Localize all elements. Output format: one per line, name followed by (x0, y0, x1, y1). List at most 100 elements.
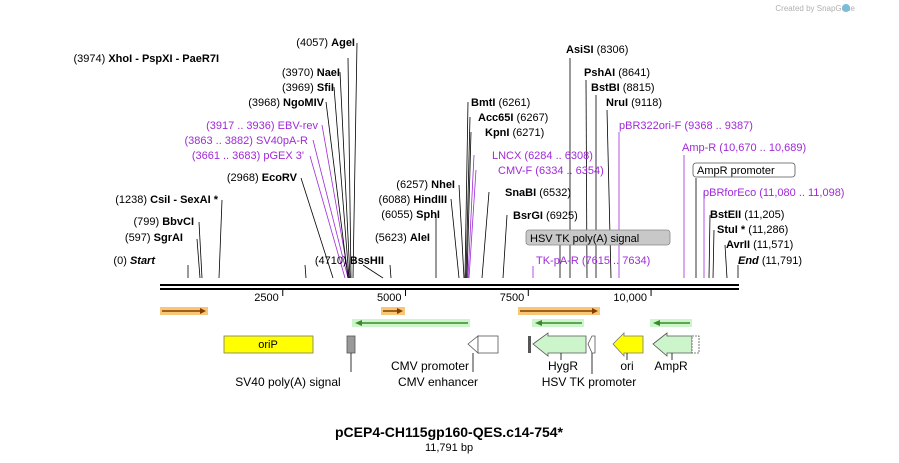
feature-sv40-polya[interactable]: SV40 poly(A) signal (235, 335, 356, 389)
feature-ori[interactable]: ori (612, 332, 644, 373)
leader-pgex3 (309, 155, 346, 279)
watermark-text: Created by SnapGene (775, 4, 855, 13)
leader-csii (218, 199, 223, 279)
map-title: pCEP4-CH115gp160-QES.c14-754* (335, 424, 564, 440)
ruler-tick-label-0: 2500 (254, 292, 278, 304)
leader-bsteii (708, 214, 711, 279)
ruler-tick-label-3: 10,000 (613, 292, 647, 304)
label-bmti[interactable]: BmtI (6261) (471, 97, 530, 109)
ruler-tick-label-2: 7500 (500, 292, 524, 304)
label-kpni[interactable]: KpnI (6271) (485, 127, 544, 139)
label-stui[interactable]: StuI * (11,286) (717, 224, 788, 236)
feature-cmv-promoter-label: CMV promoter (391, 359, 469, 373)
label-sv40pa-r[interactable]: (3863 .. 3882) SV40pA-R (184, 135, 308, 147)
label-pbrforeco[interactable]: pBRforEco (11,080 .. 11,098) (703, 187, 844, 199)
feature-hygr[interactable]: HygR HSV TK promoter (528, 332, 636, 389)
green-arrows (352, 319, 692, 327)
label-ecorv[interactable]: (2968) EcoRV (227, 172, 298, 184)
feature-ampr[interactable]: AmpR (652, 332, 700, 373)
label-pgex3[interactable]: (3661 .. 3683) pGEX 3' (192, 150, 304, 162)
label-nhei[interactable]: (6257) NheI (396, 179, 455, 191)
label-amp-r[interactable]: Amp-R (10,670 .. 10,689) (682, 142, 806, 154)
leader-bsshii (362, 264, 384, 279)
feature-ori-label: ori (620, 359, 633, 373)
leader-ecorv (300, 177, 334, 279)
label-sfii[interactable]: (3969) SfiI (282, 82, 334, 94)
label-pbr322ori-f[interactable]: pBR322ori-F (9368 .. 9387) (619, 120, 753, 132)
label-lncx[interactable]: LNCX (6284 .. 6308) (492, 150, 593, 162)
leader-lncx (467, 154, 475, 279)
feature-sv40-polya-label: SV40 poly(A) signal (235, 375, 340, 389)
label-end[interactable]: End (11,791) (738, 255, 802, 267)
leader-nrui (606, 109, 612, 279)
leader-hindiii (450, 198, 460, 279)
leader-bmti (464, 101, 469, 279)
label-snabi[interactable]: SnaBI (6532) (505, 187, 571, 199)
label-bsshii[interactable]: (4710) BssHII (315, 255, 384, 267)
orf-arrows (160, 307, 600, 315)
orf-arrow-2[interactable] (381, 307, 405, 315)
label-bstbi[interactable]: BstBI (8815) (591, 82, 655, 94)
leader-pshai (585, 79, 588, 279)
leader-acc65i (465, 116, 471, 279)
green-arrow-1[interactable] (352, 319, 470, 327)
label-tk-pa-r[interactable]: TK-pA-R (7615 .. 7634) (536, 255, 650, 267)
label-agei[interactable]: (4057) AgeI (296, 37, 355, 49)
feature-orip-label: oriP (258, 339, 278, 351)
leader-alei (389, 264, 392, 279)
map-title-block: pCEP4-CH115gp160-QES.c14-754* 11,791 bp (335, 424, 564, 454)
label-sgrai[interactable]: (597) SgrAI (125, 232, 183, 244)
label-sphi[interactable]: (6055) SphI (381, 209, 440, 221)
leader-cmv-f (468, 169, 477, 279)
leader-sv40pa-r (312, 139, 349, 279)
leader-sfii (333, 86, 350, 279)
leader-bsshii-pos (304, 264, 307, 279)
ampr-promoter-label[interactable]: AmpR promoter (692, 162, 796, 178)
feature-hsv-tk-promoter-label: HSV TK promoter (542, 375, 636, 389)
label-naei[interactable]: (3970) NaeI (282, 67, 340, 79)
green-arrow-2[interactable] (532, 319, 584, 327)
green-arrow-3[interactable] (650, 319, 692, 327)
orf-arrow-3[interactable] (518, 307, 600, 315)
label-csii[interactable]: (1238) CsiI - SexAI * (115, 194, 218, 206)
hsv-tk-polya-label[interactable]: HSV TK poly(A) signal (525, 229, 671, 246)
features: oriP SV40 poly(A) signal CMV promoter CM… (223, 332, 700, 389)
label-start[interactable]: (0) Start (113, 255, 156, 267)
boxed-labels: AmpR promoter HSV TK poly(A) signal (525, 162, 796, 246)
leader-lines (187, 42, 739, 279)
label-bsteii[interactable]: BstEII (11,205) (710, 209, 784, 221)
feature-orip[interactable]: oriP (223, 335, 314, 354)
feature-hygr-label: HygR (548, 359, 578, 373)
orf-arrow-1[interactable] (160, 307, 208, 315)
label-xhoi[interactable]: (3974) XhoI - PspXI - PaeR7I (73, 53, 219, 65)
label-bbvci[interactable]: (799) BbvCI (133, 216, 194, 228)
backbone-top-strand (160, 284, 739, 286)
leader-ngomiv (325, 101, 349, 279)
label-pshai[interactable]: PshAI (8641) (584, 67, 650, 79)
leader-agei (352, 42, 358, 279)
label-ebv-rev[interactable]: (3917 .. 3936) EBV-rev (206, 120, 318, 132)
leader-bsrgi (502, 214, 508, 279)
label-asisi[interactable]: AsiSI (8306) (566, 44, 628, 56)
feature-cmv[interactable]: CMV promoter CMV enhancer (391, 335, 499, 389)
leader-nhei (458, 184, 465, 279)
ruler-tick-label-1: 5000 (377, 292, 401, 304)
backbone: 2500 5000 7500 10,000 (160, 284, 739, 304)
label-ngomiv[interactable]: (3968) NgoMIV (248, 97, 324, 109)
label-cmv-f[interactable]: CMV-F (6334 .. 6354) (498, 165, 604, 177)
ampr-promoter-text: AmpR promoter (697, 165, 775, 177)
label-acc65i[interactable]: Acc65I (6267) (478, 112, 548, 124)
leader-avrii (724, 244, 728, 279)
label-nrui[interactable]: NruI (9118) (606, 97, 662, 109)
label-alei[interactable]: (5623) AleI (375, 232, 430, 244)
feature-cmv-enhancer-label: CMV enhancer (398, 375, 478, 389)
ruler-ticks: 2500 5000 7500 10,000 (254, 290, 652, 304)
label-bsrgi[interactable]: BsrGI (6925) (513, 210, 578, 222)
label-avrii[interactable]: AvrII (11,571) (726, 239, 793, 251)
map-length: 11,791 bp (425, 442, 473, 454)
label-hindiii[interactable]: (6088) HindIII (379, 194, 447, 206)
feature-ampr-label: AmpR (654, 359, 688, 373)
leader-kpni (466, 131, 472, 279)
